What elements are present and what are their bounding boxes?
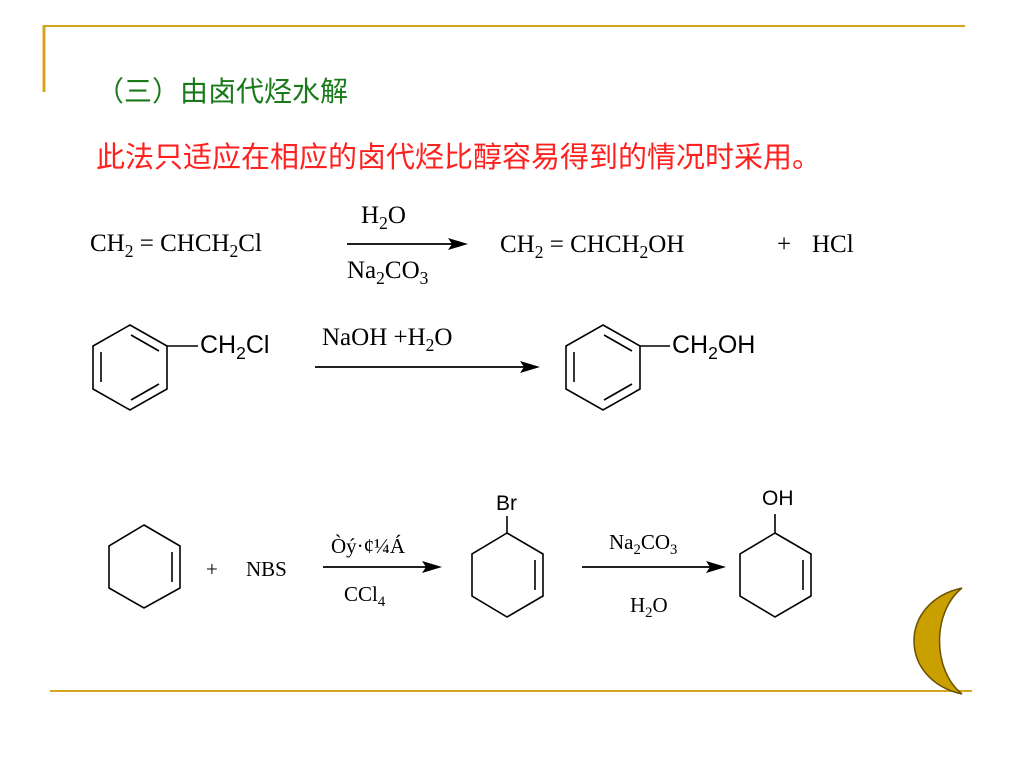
reaction1-condition-below: Na2CO3 — [347, 257, 429, 289]
reaction1-reactant: CH2 = CHCH2Cl — [90, 230, 262, 262]
reaction1-condition-above: H2O — [361, 202, 406, 234]
reaction2-condition-above: NaOH +H2O — [322, 324, 453, 356]
reaction1-arrow — [347, 238, 468, 250]
reaction3-condition2-below: H2O — [630, 593, 668, 622]
reaction3-plus: + — [206, 557, 218, 581]
reaction3-arrow2 — [582, 561, 726, 573]
reaction1-byproduct: HCl — [812, 231, 854, 258]
reaction2-reactant-group: CH2Cl — [200, 331, 270, 364]
reaction1-product: CH2 = CHCH2OH — [500, 231, 685, 263]
hydroxyl-substituent: OH — [762, 487, 794, 510]
benzene-ring-reactant — [92, 324, 198, 411]
reaction3-condition1-below: CCl4 — [344, 582, 386, 611]
moon-decoration — [913, 587, 963, 695]
bromocyclohexene-ring — [471, 516, 544, 618]
reaction2-product-group: CH2OH — [672, 331, 756, 364]
reaction2-arrow — [315, 361, 540, 373]
benzene-ring-product — [565, 324, 670, 411]
reaction3-condition1-above: Òý·¢¼Á — [331, 534, 406, 558]
cyclohexenol-ring — [739, 514, 812, 618]
reaction3-arrow1 — [323, 561, 442, 573]
reaction1-plus: + — [777, 231, 792, 258]
slide-heading: （三）由卤代烃水解 — [96, 75, 349, 108]
reaction3-reagent: NBS — [246, 557, 287, 581]
slide-note: 此法只适应在相应的卤代烃比醇容易得到的情况时采用。 — [96, 140, 822, 174]
cyclohexene-ring — [108, 524, 181, 609]
bromine-substituent: Br — [496, 492, 517, 515]
reaction3-condition2-above: Na2CO3 — [609, 530, 678, 559]
